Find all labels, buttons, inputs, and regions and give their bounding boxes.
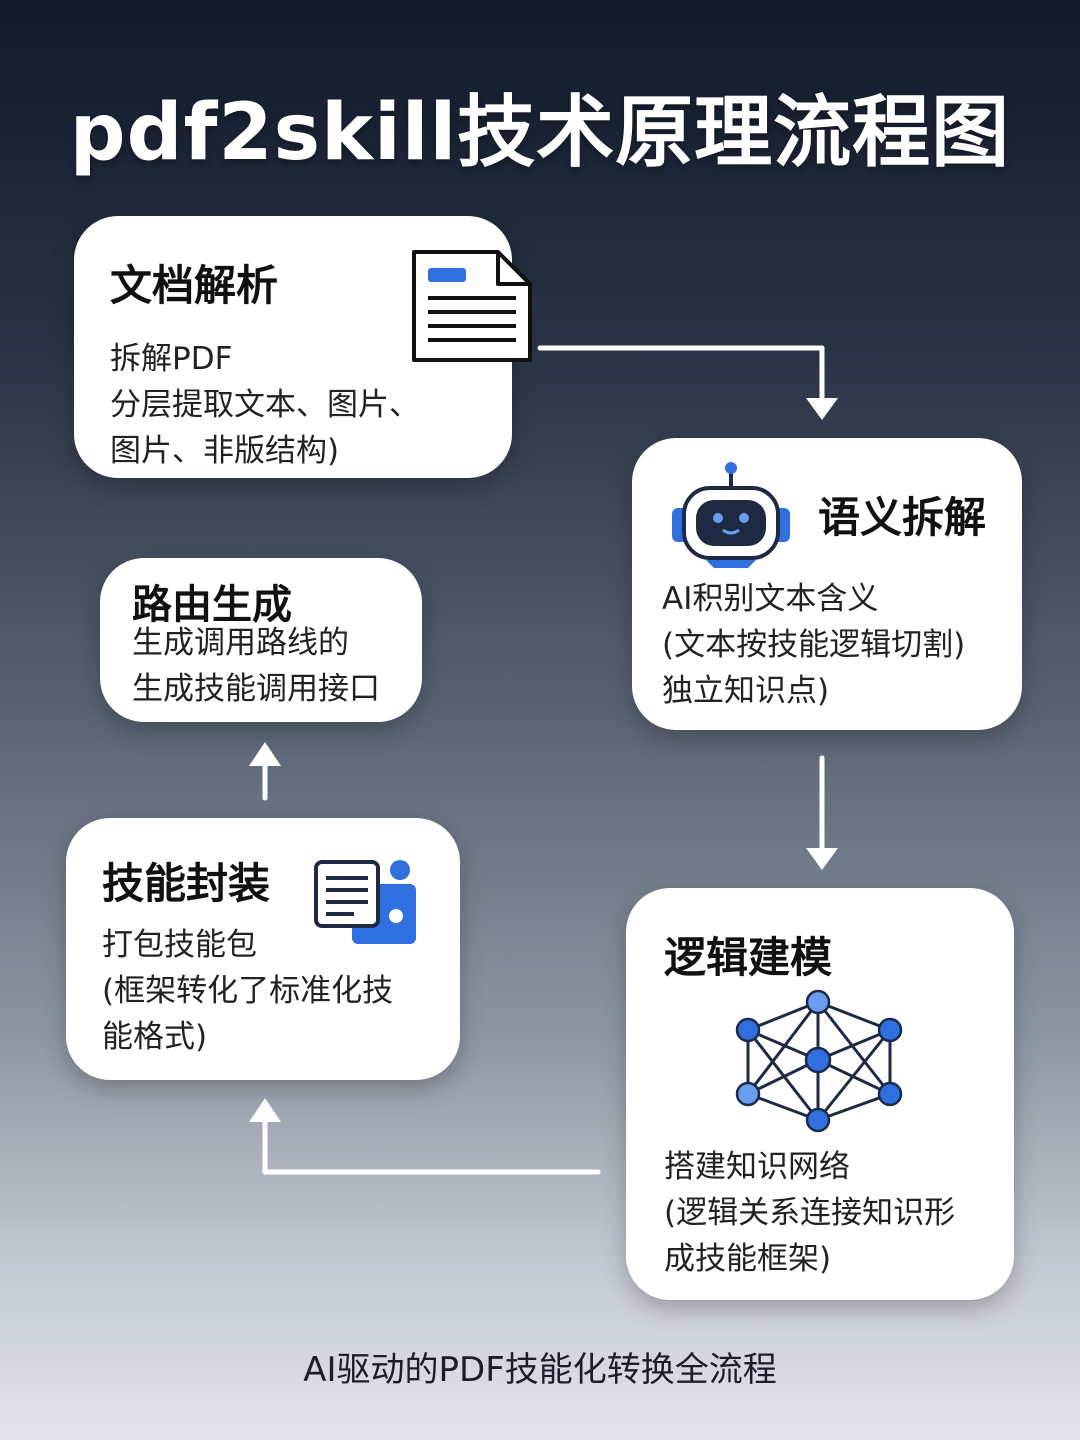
package-icon	[314, 860, 416, 944]
step-description: 拆解PDF 分层提取文本、图片、 图片、非版结构)	[110, 336, 420, 474]
step-card-skill-package: 技能封装 打包技能包 (框架转化了标准化技 能格式)	[66, 818, 460, 1080]
step-line: 生成调用路线的	[132, 625, 349, 661]
arrowhead-semantic-to-model	[806, 848, 838, 870]
step-description: 生成调用路线的 生成技能调用接口	[132, 620, 380, 712]
step-line: AI积别文本含义	[662, 581, 879, 617]
arrowhead-model-to-package	[249, 1098, 281, 1122]
step-line: 生成技能调用接口	[132, 671, 380, 707]
robot-icon	[672, 462, 790, 568]
step-card-logic-modeling: 逻辑建模 搭	[626, 888, 1014, 1300]
step-title: 路由生成	[132, 582, 292, 628]
step-description: 打包技能包 (框架转化了标准化技 能格式)	[102, 922, 393, 1060]
step-line: 拆解PDF	[110, 341, 233, 377]
step-line: (框架转化了标准化技	[102, 973, 394, 1009]
step-line: (逻辑关系连接知识形	[664, 1195, 956, 1231]
step-title: 语义拆解	[818, 493, 987, 542]
step-line: 能格式)	[102, 1019, 208, 1055]
step-description: 搭建知识网络 (逻辑关系连接知识形 成技能框架)	[664, 1144, 955, 1282]
step-description: AI积别文本含义 (文本按技能逻辑切割) 独立知识点)	[662, 576, 965, 714]
step-line: 独立知识点)	[662, 673, 830, 709]
step-title: 逻辑建模	[664, 933, 833, 982]
arrow-model-to-package	[262, 1115, 601, 1175]
step-line: 成技能框架)	[664, 1241, 832, 1277]
step-line: 分层提取文本、图片、	[110, 387, 420, 423]
step-title: 技能封装	[102, 859, 271, 908]
step-card-document-parse: 文档解析 拆解PDF 分层提取文本、图片、 图片、非版结构)	[74, 216, 532, 478]
arrow-parse-to-semantic	[537, 345, 825, 405]
step-card-semantic-split: 语义拆解 AI积别文本含义 (文本按技能逻辑切割) 独立知识点)	[632, 438, 1022, 730]
step-line: (文本按技能逻辑切割)	[662, 627, 966, 663]
step-title: 文档解析	[110, 261, 279, 310]
document-icon	[412, 250, 532, 362]
network-graph-icon	[735, 989, 903, 1133]
arrowhead-package-to-route	[249, 742, 281, 766]
step-card-route-generate: 路由生成 生成调用路线的 生成技能调用接口	[100, 558, 422, 722]
page-title: pdf2skill技术原理流程图	[69, 88, 1011, 178]
arrowhead-parse-to-semantic	[806, 398, 838, 420]
step-line: 搭建知识网络	[664, 1149, 850, 1185]
step-line: 图片、非版结构)	[110, 433, 340, 469]
footer-caption: AI驱动的PDF技能化转换全流程	[303, 1350, 777, 1390]
step-line: 打包技能包	[102, 927, 257, 963]
